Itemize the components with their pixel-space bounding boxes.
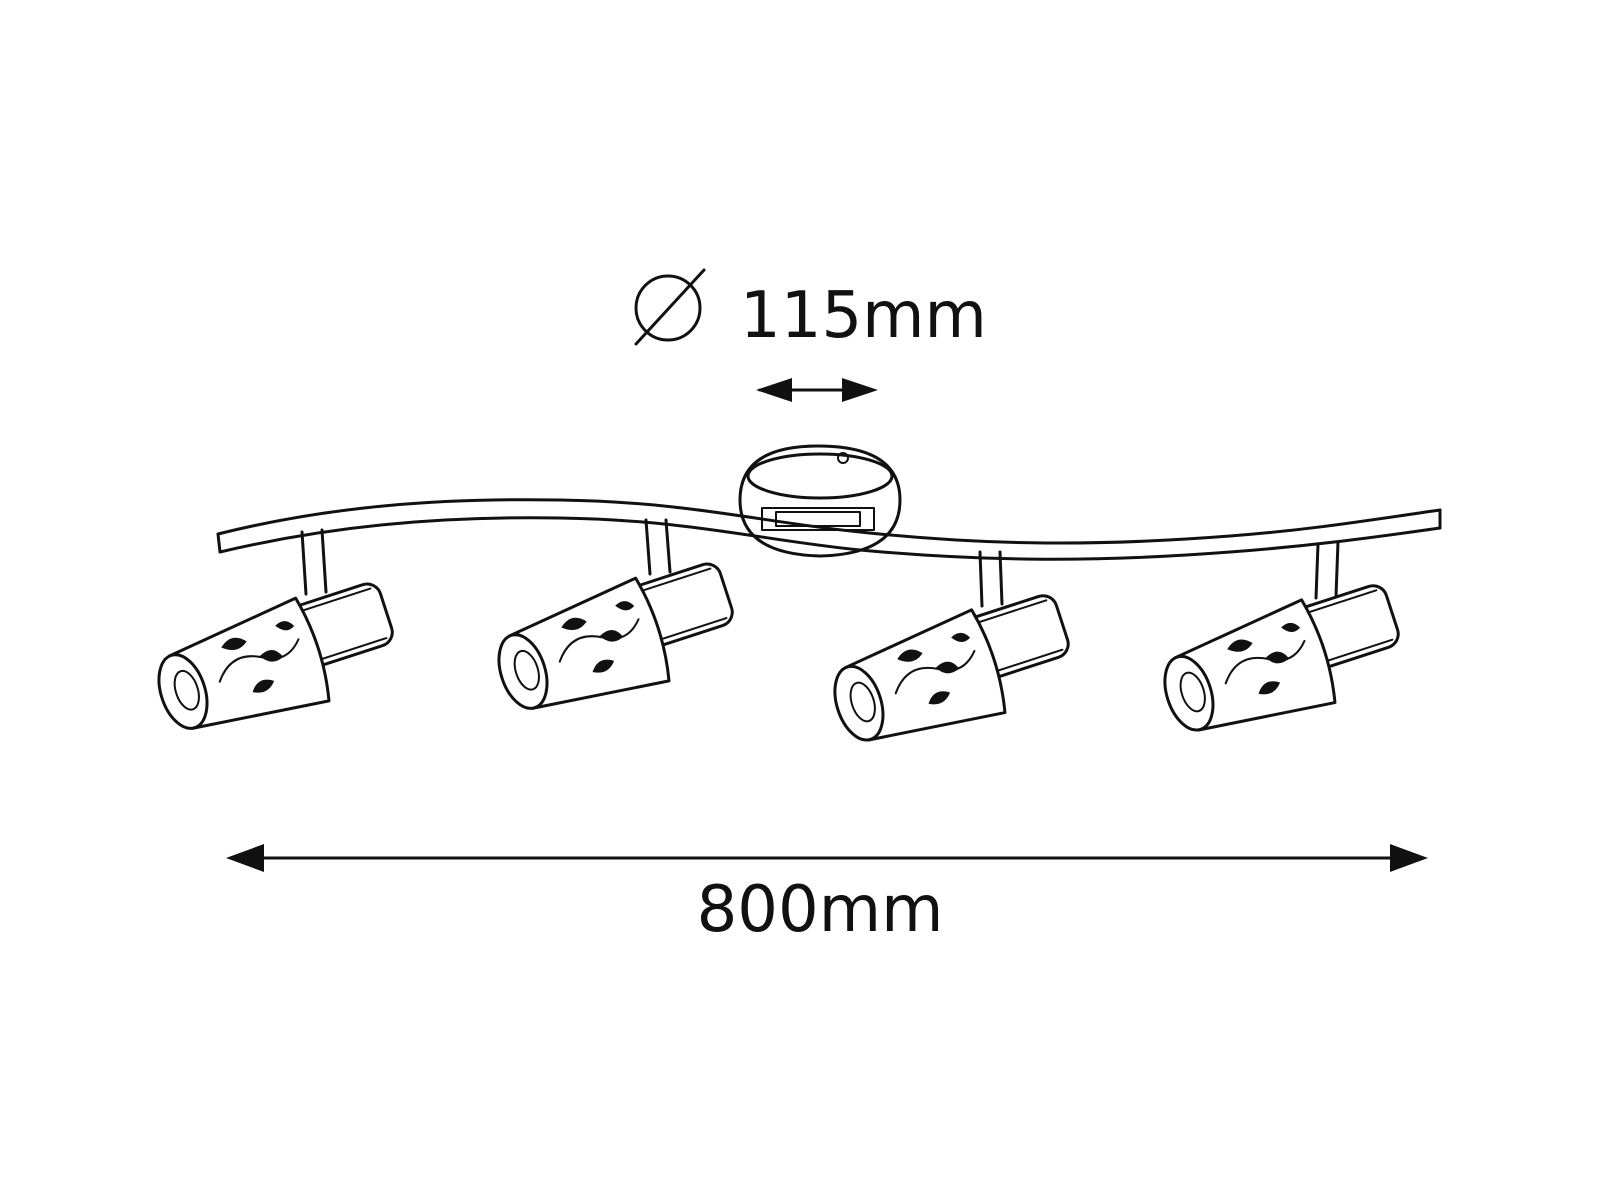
- ceiling-canopy: [738, 444, 902, 558]
- length-dimension-arrow: [226, 844, 1428, 872]
- diameter-dimension-arrow: [756, 378, 878, 402]
- spotlight-4: [1163, 540, 1400, 732]
- spotlight-3: [833, 550, 1070, 742]
- length-label: 800mm: [696, 873, 944, 947]
- spotlight-2: [497, 518, 734, 710]
- diameter-symbol-icon: [634, 268, 706, 346]
- curved-bar: [216, 498, 1442, 561]
- diameter-label: 115mm: [740, 279, 987, 353]
- spotlight-1: [157, 528, 394, 730]
